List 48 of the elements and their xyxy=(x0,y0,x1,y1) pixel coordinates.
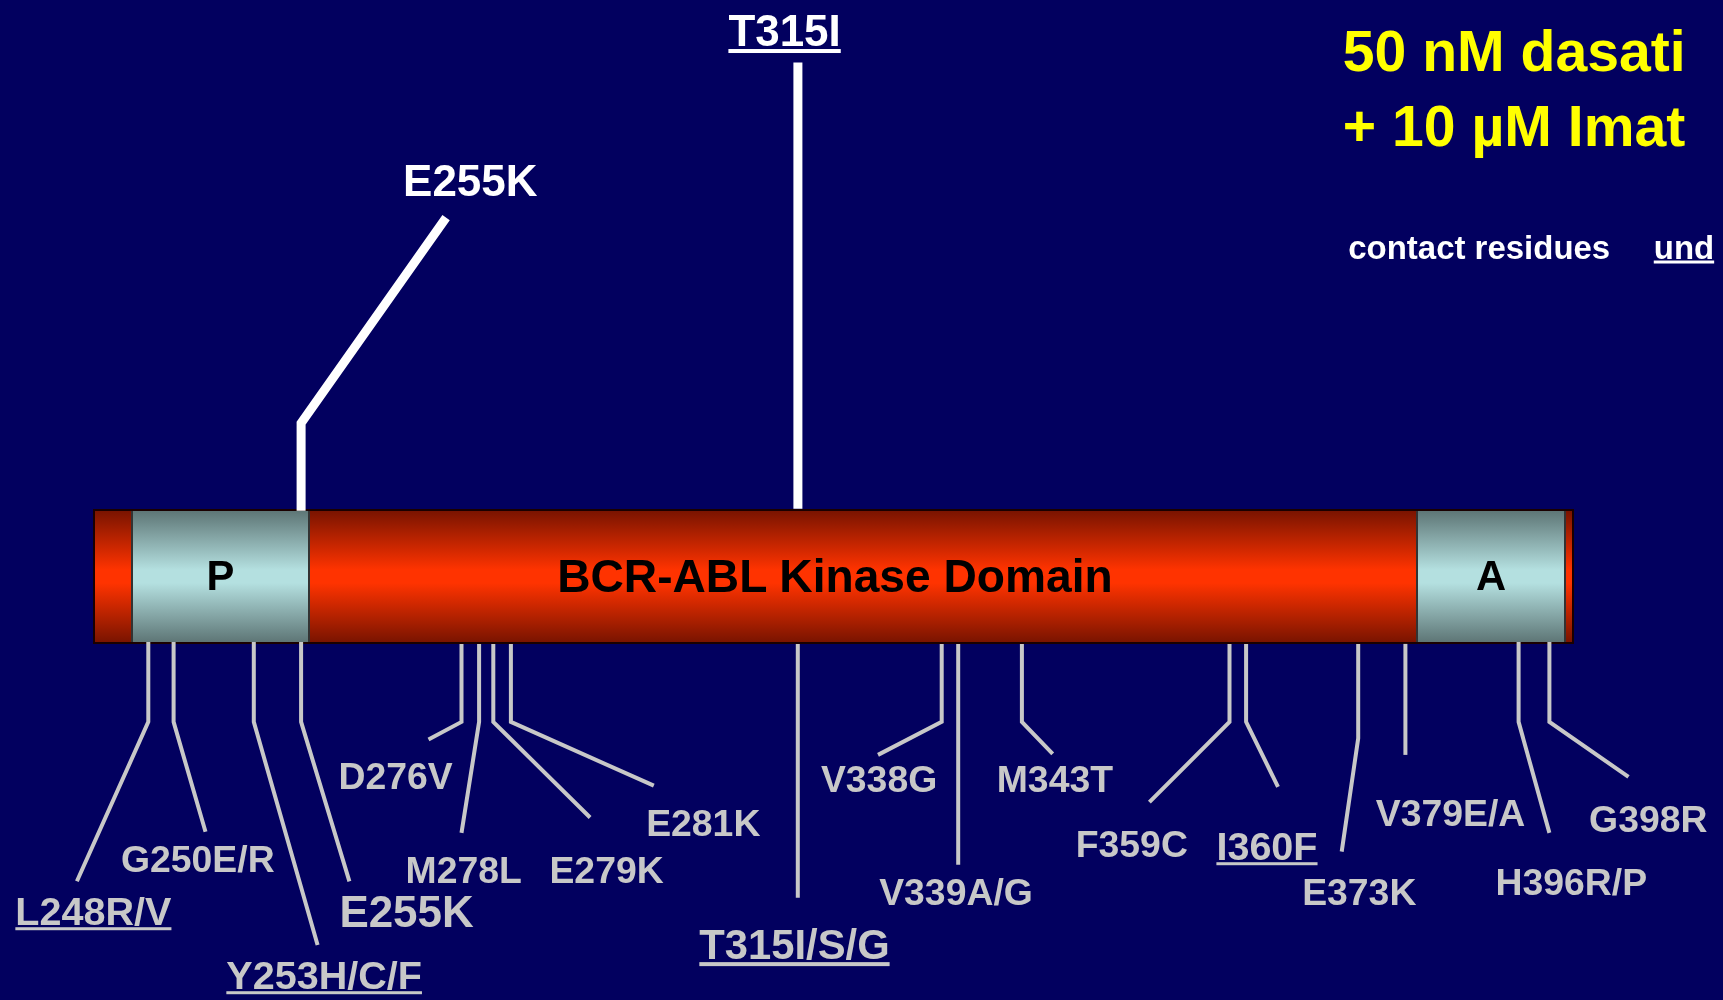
mutation-label: L248R/V xyxy=(15,892,172,932)
mutation-label: E281K xyxy=(646,805,761,843)
leader-line xyxy=(1244,643,1280,788)
leader-line xyxy=(491,643,592,819)
mutation-label: E279K xyxy=(549,852,664,891)
mutation-label: H396R/P xyxy=(1495,864,1648,903)
mutation-label: E255K xyxy=(403,159,538,204)
mutation-label: E255K xyxy=(339,890,474,934)
condition-text: + 10 µM Imat xyxy=(1342,98,1686,156)
mutation-label: D276V xyxy=(338,758,453,796)
mutation-label: V379E/A xyxy=(1375,795,1526,833)
note-text: und xyxy=(1653,231,1715,265)
mutation-label: V339A/G xyxy=(879,874,1033,913)
leader-line xyxy=(1403,643,1408,755)
mutation-label: T315I/S/G xyxy=(699,924,890,966)
leader-line xyxy=(508,643,655,788)
leader-line xyxy=(1148,643,1232,804)
mutation-label: G250E/R xyxy=(120,841,275,880)
condition-text: 50 nM dasati xyxy=(1342,23,1686,81)
mutation-label: M278L xyxy=(405,852,522,891)
leader-line xyxy=(877,643,944,757)
region-segment: A xyxy=(1416,510,1566,642)
leader-line xyxy=(1516,641,1552,834)
mutation-label: F359C xyxy=(1075,826,1188,864)
region-segment: P xyxy=(130,510,310,642)
leader-line xyxy=(459,643,482,834)
leader-line xyxy=(427,643,464,742)
mutation-label: M343T xyxy=(996,761,1114,799)
leader-line xyxy=(793,62,803,509)
leader-line xyxy=(1019,643,1055,756)
mutation-label: G398R xyxy=(1589,801,1708,839)
leader-line xyxy=(1547,641,1630,779)
leader-line xyxy=(956,643,961,865)
leader-line xyxy=(1339,643,1361,852)
leader-line xyxy=(795,643,800,898)
leader-line xyxy=(75,641,151,883)
domain-label: BCR-ABL Kinase Domain xyxy=(557,549,1113,604)
leader-line xyxy=(296,215,450,511)
kinase-domain-bar xyxy=(93,508,1574,644)
leader-line xyxy=(251,641,320,946)
note-text: contact residues xyxy=(1348,231,1611,265)
mutation-label: T315I xyxy=(728,8,841,53)
mutation-label: V338G xyxy=(820,761,938,799)
leader-line xyxy=(299,641,352,882)
mutation-label: E373K xyxy=(1302,874,1417,913)
mutation-label: I360F xyxy=(1216,827,1318,867)
mutation-label: Y253H/C/F xyxy=(226,956,422,996)
leader-line xyxy=(171,641,208,833)
